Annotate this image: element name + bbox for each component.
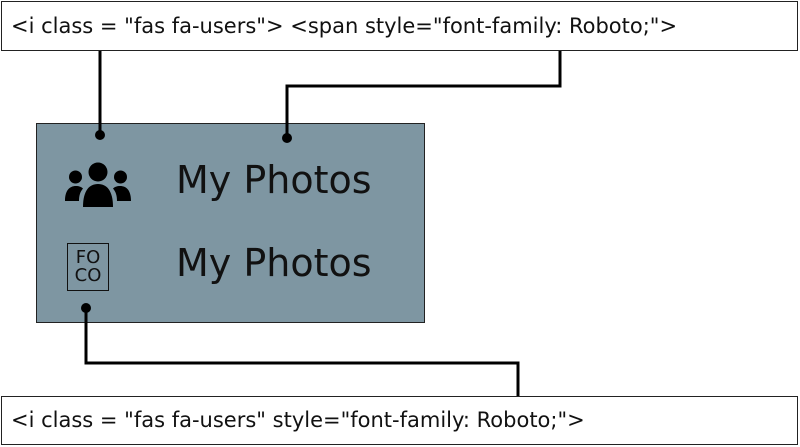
photos-panel: My Photos FO CO My Photos	[36, 123, 425, 323]
missing-glyph-line-1: FO	[75, 247, 101, 268]
bottom-code-text: <i class = "fas fa-users" style="font-fa…	[11, 408, 585, 432]
missing-glyph-icon: FO CO	[67, 243, 109, 291]
top-code-text: <i class = "fas fa-users"> <span style="…	[11, 13, 678, 38]
photos-label-styled: My Photos	[176, 158, 372, 202]
photos-label-plain: My Photos	[176, 241, 372, 285]
missing-glyph-line-2: CO	[74, 265, 102, 286]
top-code-snippet: <i class = "fas fa-users"> <span style="…	[1, 1, 798, 51]
users-icon	[65, 162, 131, 207]
bottom-code-snippet: <i class = "fas fa-users" style="font-fa…	[1, 396, 798, 445]
